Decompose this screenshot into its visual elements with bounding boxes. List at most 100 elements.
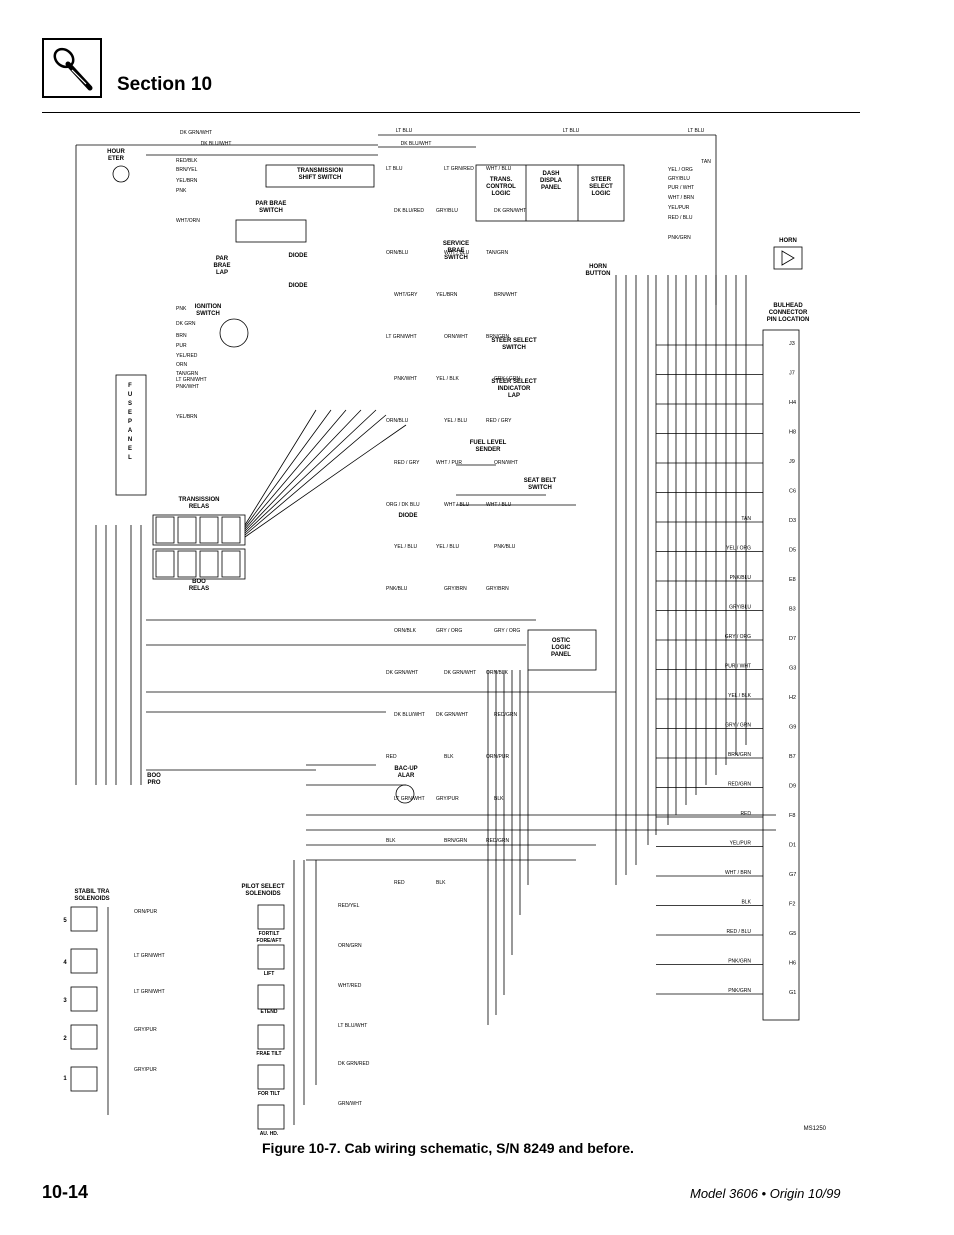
bulkhead-pin: D3 [789,518,796,524]
top-wire-label: DK BLU/WHT [201,141,232,147]
component-label-transmission-shift-switch: TRANSMISSION [297,168,343,174]
mid-wire-label: RED/GRN [486,838,509,844]
left-wire-label: YEL/BRN [176,178,198,184]
bulkhead-pin: D5 [789,548,796,554]
mid-wire-label: WHT / BLU [486,502,512,508]
stabil-wire-label: ORN/PUR [134,909,157,915]
top-wire-label: TAN [701,159,711,165]
bulkhead-wire-label: PUR / WHT [725,664,751,670]
bulkhead-pin: H8 [789,430,796,436]
component-label-park-brake-switch: PAR BRAE [256,201,287,207]
mid-wire-label: GRY / ORG [436,628,462,634]
solenoid-label: AU. HD. [260,1131,279,1137]
mid-wire-label: RED [394,880,405,886]
mid-wire-label: LT GRN/RED [444,166,474,172]
top-wire-label: LT BLU [396,128,413,134]
solenoid-wire-label: RED/YEL [338,903,360,909]
right-wire-label: PUR / WHT [668,185,694,191]
bulkhead-pin: D1 [789,843,796,849]
mid-wire-label: YEL / BLK [436,376,460,382]
mid-wire-label: GRY/BLU [436,208,458,214]
right-wire-label: YEL/PUR [668,205,690,211]
component-label-diode3: DIODE [398,513,417,519]
stabil-number: 3 [63,998,67,1004]
figure-caption: Figure 10-7. Cab wiring schematic, S/N 8… [262,1140,634,1156]
mid-wire-label: TAN/GRN [486,250,509,256]
solenoid-label: FORTILT [259,931,280,937]
fuse-panel-label: L [128,455,132,461]
component-label-steer-select-switch: SWITCH [502,345,526,351]
stabil-number: 5 [63,918,67,924]
component-label-transmission-relays: RELAS [189,504,209,510]
component-label-diagnostic-logic-panel: PANEL [551,652,571,658]
left-wire-label: ORN [176,362,188,368]
mid-wire-label: GRY/BRN [444,586,467,592]
bulkhead-pin: G1 [789,990,796,996]
component-label-ignition-switch: SWITCH [196,311,220,317]
bulkhead-wire-label: RED [740,811,751,817]
fuse-panel-label: A [128,428,133,434]
mid-wire-label: PNK/BLU [494,544,516,550]
mid-wire-label: DK BLU/RED [394,208,424,214]
fuse-panel-label: E [128,410,132,416]
component-label-steer-select-indicator: LAP [508,393,520,399]
mid-wire-label: BRN/GRN [444,838,467,844]
component-label-hour-meter: HOUR [107,149,125,155]
figure-id: MS1250 [804,1126,827,1132]
bulkhead-pin: B3 [789,607,796,613]
mid-wire-label: ORN/BLK [394,628,417,634]
mid-wire-label: YEL / BLU [444,418,468,424]
solenoid-label: LIFT [264,971,275,977]
component-label-diode2: DIODE [288,283,307,289]
component-label-steer-select-indicator: STEER SELECT [491,379,537,385]
mid-wire-label: WHT / PUR [436,460,462,466]
left-wire-label: YEL/BRN [176,414,198,420]
component-label-service-brake-switch: SWITCH [444,255,468,261]
mid-wire-label: ORN/BLU [386,250,409,256]
stabil-number: 4 [63,960,67,966]
solenoid-label: FRAE TILT [256,1051,281,1057]
bulkhead-wire-label: YEL / BLK [728,693,752,699]
mid-wire-label: ORN/BLK [486,670,509,676]
component-label-backup-alarm: BAC-UP [394,766,417,772]
mid-wire-label: YEL/BRN [436,292,458,298]
right-wire-label: WHT / BRN [668,195,694,201]
component-label-stabil-solenoids: STABIL TRA [74,889,110,895]
bulkhead-wire-label: YEL/PUR [730,841,752,847]
component-label-steer-select-switch: STEER SELECT [491,338,537,344]
mid-wire-label: BLK [444,754,454,760]
left-wire-label: PUR [176,343,187,349]
right-wire-label: GRY/BLU [668,176,690,182]
right-wire-label: PNK/GRN [668,235,691,241]
fuse-panel-label: P [128,419,132,425]
header-rule [42,112,860,113]
mid-wire-label: ORN/WHT [494,460,518,466]
component-label-steer-select-logic: LOGIC [592,191,612,197]
mid-wire-label: BRN/GRN [486,334,509,340]
solenoid-wire-label: DK GRN/RED [338,1061,370,1067]
bulkhead-pin: E8 [789,577,796,583]
bulkhead-pin: D9 [789,784,796,790]
mid-wire-label: RED/GRN [494,712,517,718]
bulkhead-wire-label: YEL / ORG [726,546,751,552]
component-label-trans-control-logic: LOGIC [492,191,512,197]
stabil-number: 2 [63,1036,67,1042]
bulkhead-wire-label: PNK/GRN [728,988,751,994]
left-wire-label: PNK [176,306,187,312]
mid-wire-label: WHT / BLU [486,166,512,172]
fuse-panel-label: F [128,383,132,389]
mid-wire-label: LT BLU [386,166,403,172]
mid-wire-label: RED [386,754,397,760]
bulkhead-pin: G9 [789,725,796,731]
solenoid-wire-label: GRN/WHT [338,1101,362,1107]
solenoid-label: FOR TILT [258,1091,280,1097]
left-wire-label: TAN/GRN [176,371,199,377]
right-wire-label: RED / BLU [668,215,693,221]
component-label-trans-control-logic: TRANS. [490,177,513,183]
mid-wire-label: DK GRN/WHT [436,712,468,718]
fuse-panel-label: E [128,446,132,452]
bulkhead-pin: G7 [789,872,796,878]
bulkhead-pin: J7 [789,371,795,377]
component-label-boom-relays: RELAS [189,586,209,592]
